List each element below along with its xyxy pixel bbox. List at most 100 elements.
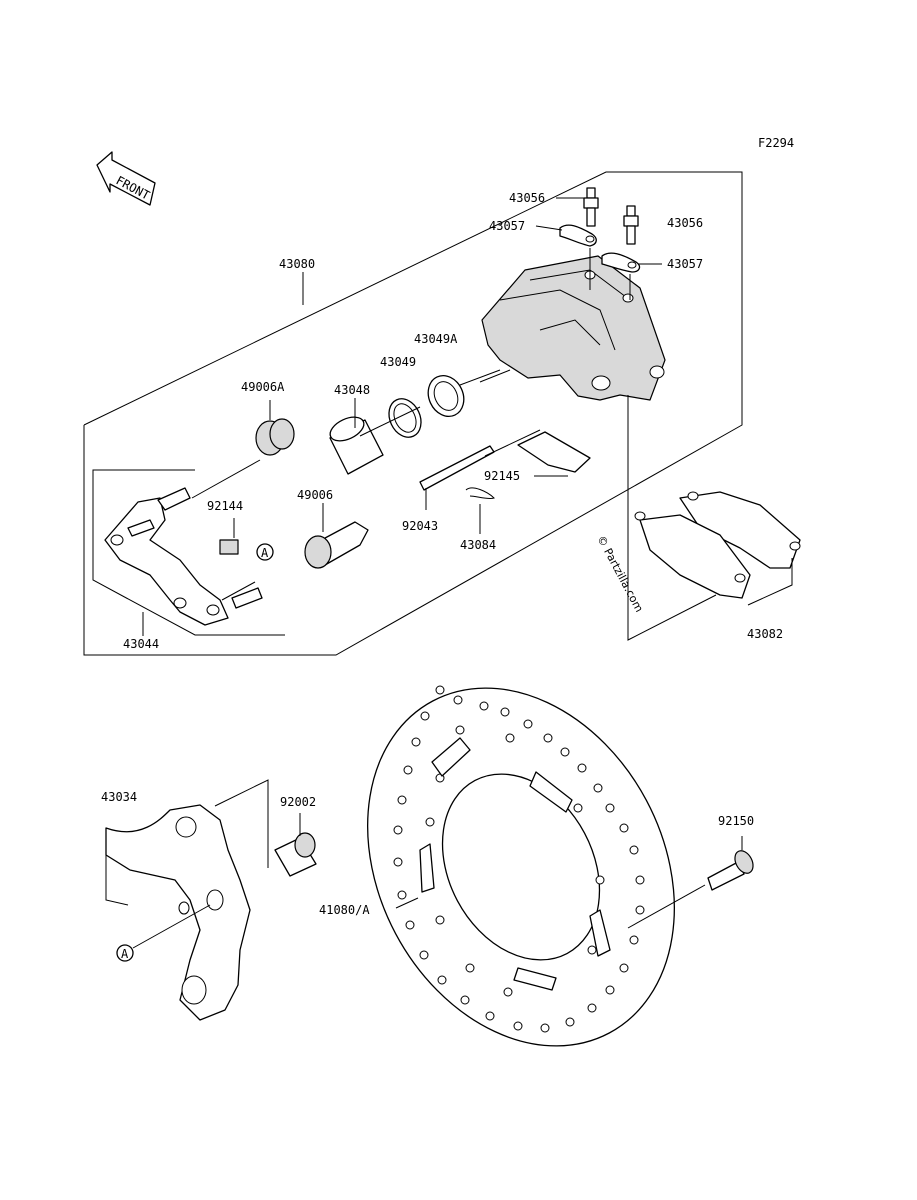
- drawing-stroke: [433, 381, 459, 411]
- drawing-stroke: [619, 963, 629, 973]
- drawing-stroke: [420, 711, 430, 721]
- drawing-stroke: [626, 205, 636, 217]
- drawing-stroke: [105, 830, 129, 906]
- label-43056-right: 43056: [667, 216, 703, 230]
- drawing-stroke: [411, 737, 421, 747]
- label-92150: 92150: [718, 814, 754, 828]
- drawing-stroke: [397, 795, 407, 805]
- drawing-stroke: [627, 261, 637, 269]
- drawing-stroke: [565, 1017, 575, 1027]
- disc-bolt-92150: [707, 850, 754, 891]
- drawing-stroke: [622, 293, 634, 303]
- assembly-box-43080: [83, 171, 743, 656]
- drawing-stroke: [419, 950, 429, 960]
- drawing-stroke: [269, 418, 295, 450]
- drawing-stroke: [397, 890, 407, 900]
- drawing-stroke: [649, 365, 665, 379]
- drawing-stroke: [465, 963, 475, 973]
- drawing-stroke: [173, 597, 187, 609]
- label-43056-left: 43056: [509, 191, 545, 205]
- drawing-stroke: [539, 319, 601, 346]
- drawing-stroke: [485, 1011, 495, 1021]
- drawing-stroke: [634, 511, 646, 521]
- drawing-stroke: [540, 1023, 550, 1033]
- caliper-body-43080: [481, 255, 666, 401]
- bracket-outline: [92, 469, 285, 636]
- brake-pads-43082: [634, 491, 801, 599]
- drawing-stroke: [96, 151, 156, 206]
- drawing-stroke: [191, 459, 261, 499]
- drawing-stroke: [734, 850, 754, 874]
- drawing-stroke: [403, 765, 413, 775]
- pad-spring-92145: [517, 431, 591, 473]
- drawing-stroke: [181, 975, 207, 1005]
- drawing-stroke: [206, 889, 224, 911]
- drawing-stroke: [304, 535, 332, 569]
- bleeder-valve-right: [623, 205, 639, 245]
- drawing-stroke: [589, 909, 611, 957]
- label-43048: 43048: [334, 383, 370, 397]
- drawing-stroke: [529, 771, 573, 813]
- drawing-stroke: [585, 235, 595, 243]
- watermark: © Partzilla.com: [594, 533, 645, 614]
- retainer-92144: [219, 539, 239, 555]
- label-92002: 92002: [280, 795, 316, 809]
- drawing-stroke: [395, 897, 419, 909]
- drawing-stroke: A: [121, 947, 129, 961]
- front-arrow-icon: FRONT: [96, 151, 156, 206]
- drawing-stroke: [453, 695, 463, 705]
- drawing-stroke: [687, 491, 699, 501]
- drawing-stroke: [484, 429, 541, 457]
- drawing-stroke: [294, 832, 316, 858]
- drawing-stroke: [178, 901, 190, 915]
- bleeder-cap-right: [601, 252, 641, 273]
- drawing-stroke: A: [261, 546, 269, 560]
- drawing-stroke: [214, 779, 269, 868]
- label-92145: 92145: [484, 469, 520, 483]
- label-49006A: 49006A: [241, 380, 285, 394]
- drawing-stroke: [587, 945, 597, 955]
- drawing-stroke: [393, 685, 645, 1033]
- pads-leader: [747, 558, 793, 606]
- drawing-stroke: [157, 487, 191, 511]
- boot-49006: [304, 521, 369, 569]
- drawing-stroke: [627, 884, 706, 929]
- drawing-stroke: [460, 995, 470, 1005]
- drawing-stroke: [455, 725, 465, 735]
- label-41080A: 41080/A: [319, 903, 370, 917]
- drawing-stroke: [513, 967, 557, 991]
- label-43034: 43034: [101, 790, 137, 804]
- drawing-stroke: [586, 207, 596, 227]
- label-43057-left: 43057: [489, 219, 525, 233]
- drawing-stroke: [405, 920, 415, 930]
- label-92144: 92144: [207, 499, 243, 513]
- drawing-stroke: [587, 1003, 597, 1013]
- bleeder-valve-left: [583, 187, 599, 227]
- drawing-stroke: [623, 215, 639, 227]
- drawing-stroke: [573, 803, 583, 813]
- drawing-stroke: [431, 737, 471, 777]
- callout-a-upper: A: [256, 543, 274, 561]
- caliper-bracket-43044: [104, 487, 263, 626]
- drawing-stroke: [629, 935, 639, 945]
- drawing-stroke: [629, 845, 639, 855]
- callout-a-lower: A: [116, 944, 134, 962]
- drawing-stroke: [110, 534, 124, 546]
- drawing-stroke: [499, 289, 616, 351]
- drawing-stroke: [437, 975, 447, 985]
- drawing-stroke: [393, 825, 403, 835]
- drawing-stroke: [116, 944, 134, 962]
- drawing-stroke: [105, 804, 251, 1021]
- drawing-stroke: [127, 519, 155, 537]
- drawing-stroke: [627, 395, 717, 641]
- label-43080: 43080: [279, 257, 315, 271]
- bleeder-cap-left: [559, 224, 597, 247]
- drawing-stroke: [441, 773, 601, 961]
- drawing-stroke: [513, 1021, 523, 1031]
- mount-bolt-92002: [274, 832, 317, 877]
- drawing-stroke: [595, 875, 605, 885]
- label-43084: 43084: [460, 538, 496, 552]
- drawing-stroke: [734, 573, 746, 583]
